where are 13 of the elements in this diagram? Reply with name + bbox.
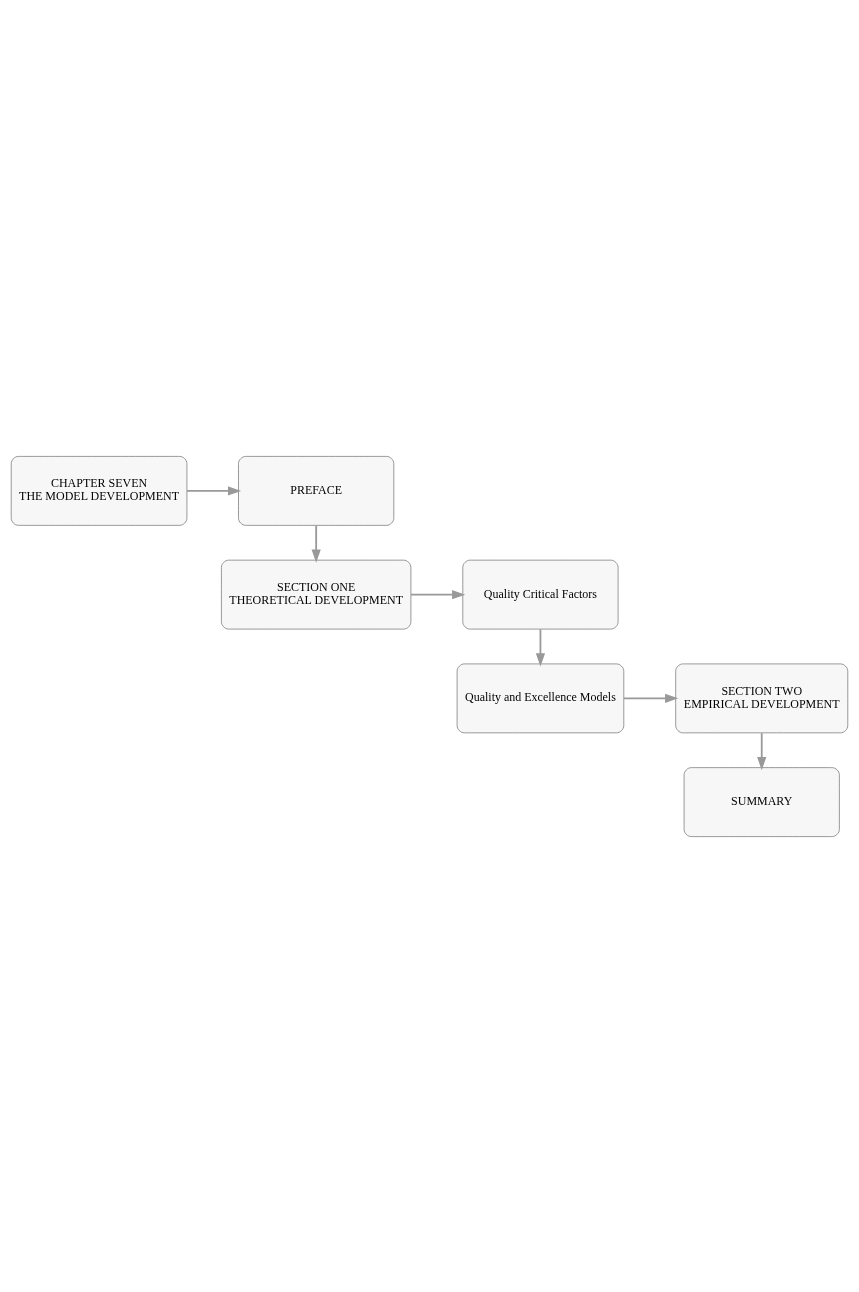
node-box: Quality and Excellence Models: [456, 663, 625, 733]
node-box: SECTION TWO EMPIRICAL DEVELOPMENT: [675, 663, 849, 733]
arrow: [757, 731, 767, 770]
arrow: [535, 627, 546, 666]
node-box: CHAPTER SEVEN THE MODEL DEVELOPMENT: [10, 455, 188, 526]
node-box: PREFACE: [238, 455, 395, 526]
arrow: [410, 589, 466, 599]
arrow: [311, 524, 321, 563]
arrow: [186, 485, 242, 495]
node-box: SECTION ONE THEORETICAL DEVELOPMENT: [221, 559, 412, 629]
node-box: SUMMARY: [683, 766, 840, 837]
node-box: Quality Critical Factors: [462, 559, 619, 629]
arrow: [622, 693, 679, 703]
